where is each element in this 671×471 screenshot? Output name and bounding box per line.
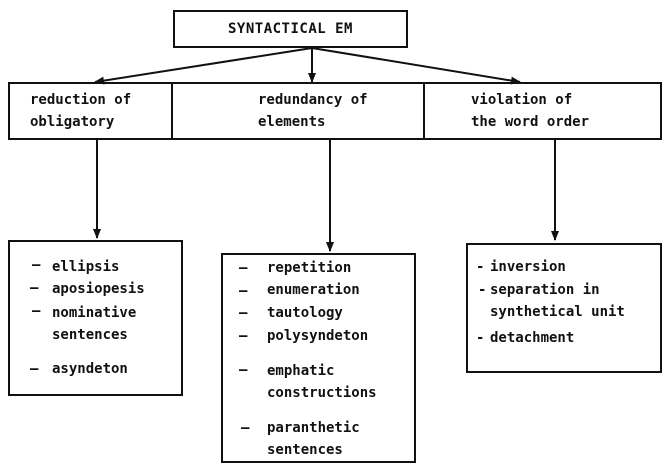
item-marker: – [241, 420, 250, 436]
category-box-redundancy: redundancy of elements [171, 82, 425, 140]
items-box-reduction: – ellipsis – aposiopesis – nominative se… [8, 240, 183, 396]
item-marker: – [32, 257, 41, 273]
list-item: paranthetic sentences [267, 420, 360, 458]
item-marker: – [239, 362, 248, 378]
item-marker: - [476, 330, 485, 346]
arrow-title-to-violation [311, 47, 521, 85]
item-marker: – [239, 328, 248, 344]
item-marker: – [239, 283, 248, 299]
category-label-redundancy: redundancy of elements [258, 92, 368, 130]
list-item: nominative sentences [52, 305, 137, 343]
category-label-violation: violation of the word order [471, 92, 590, 130]
item-marker: - [478, 282, 487, 298]
item-marker: - [476, 259, 485, 275]
item-marker: – [32, 303, 41, 319]
list-item: detachment [490, 330, 575, 346]
item-marker: – [239, 260, 248, 276]
arrow-title-to-reduction [94, 47, 313, 85]
category-box-violation: violation of the word order [423, 82, 662, 140]
list-item: aposiopesis [52, 281, 145, 297]
items-box-violation: - inversion - separation in synthetical … [466, 243, 662, 373]
list-item: asyndeton [52, 361, 128, 377]
item-marker: – [239, 305, 248, 321]
category-box-reduction: reduction of obligatory [8, 82, 173, 140]
list-item: repetition [267, 260, 352, 276]
diagram-title: SYNTACTICAL EM [227, 21, 353, 37]
list-item: enumeration [267, 282, 360, 298]
title-box: SYNTACTICAL EM [173, 10, 408, 48]
list-item: inversion [490, 259, 566, 275]
item-marker: – [30, 361, 39, 377]
list-item: polysyndeton [267, 328, 369, 344]
list-item: ellipsis [52, 259, 120, 275]
list-item: emphatic constructions [267, 363, 377, 401]
items-box-redundancy: – repetition – enumeration – tautology –… [221, 253, 416, 463]
list-item: tautology [267, 305, 343, 321]
item-marker: – [30, 280, 39, 296]
category-label-reduction: reduction of obligatory [30, 92, 132, 130]
list-item: separation in synthetical unit [490, 282, 625, 320]
